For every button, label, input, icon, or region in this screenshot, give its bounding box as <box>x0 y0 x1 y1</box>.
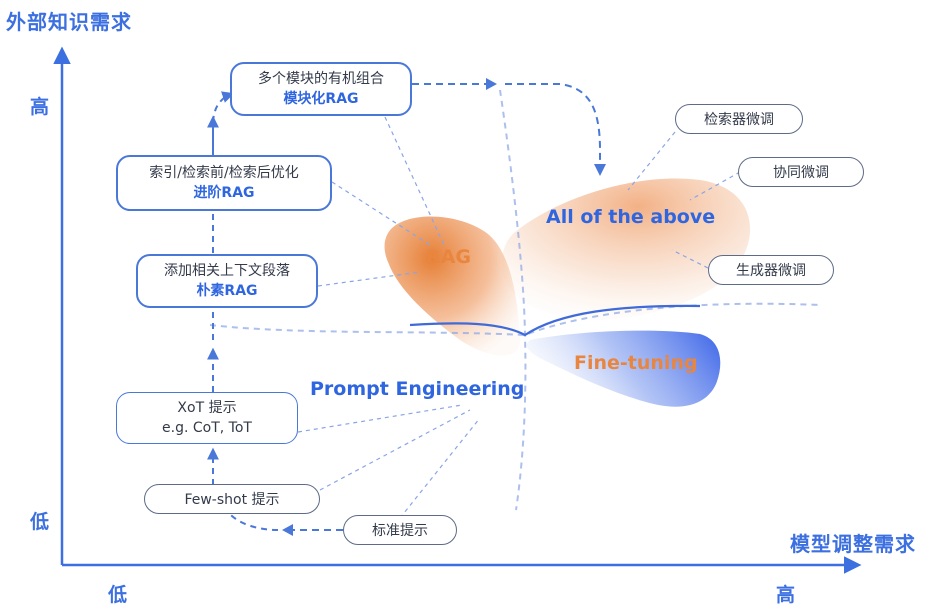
step-box-line2: 模块化RAG <box>283 91 359 107</box>
step-box-line1: XoT 提示 <box>177 400 237 416</box>
fine-tuning-label: Fine-tuning <box>574 352 698 374</box>
x-axis-low: 低 <box>108 584 128 606</box>
fewshot-return-curve <box>227 511 279 531</box>
step-box-advanced-rag: 索引/检索前/检索后优化 进阶RAG <box>116 155 332 211</box>
fine-tuning-region <box>526 330 721 407</box>
retriever-finetune-pill: 检索器微调 <box>675 104 803 134</box>
step-box-line2: 朴素RAG <box>196 283 258 299</box>
y-axis-title: 外部知识需求 <box>6 10 132 34</box>
step-box-line1: 索引/检索前/检索后优化 <box>149 165 299 181</box>
step-box-line1: 添加相关上下文段落 <box>164 263 290 279</box>
connector-collab <box>689 171 741 201</box>
y-axis-low: 低 <box>30 511 50 533</box>
prompt-engineering-label: Prompt Engineering <box>310 378 525 400</box>
connector-standard <box>399 417 481 519</box>
modular-to-all-arrow <box>412 83 601 165</box>
connector-naive <box>317 271 421 287</box>
standard-prompt-pill: 标准提示 <box>343 515 457 545</box>
step-box-modular-rag: 多个模块的有机组合 模块化RAG <box>230 62 412 116</box>
connector-advanced <box>331 181 431 246</box>
y-axis-high: 高 <box>30 96 50 118</box>
step-box-line2: e.g. CoT, ToT <box>162 420 252 436</box>
connector-generator <box>671 249 709 269</box>
rag-region <box>384 216 521 356</box>
collab-finetune-pill: 协同微调 <box>738 157 864 187</box>
all-of-the-above-region <box>501 178 751 321</box>
divider-solid <box>409 304 701 337</box>
step-box-fewshot: Few-shot 提示 <box>144 484 320 514</box>
step-arrow-5 <box>212 91 235 155</box>
connector-xot <box>297 404 463 433</box>
step-box-line2: 进阶RAG <box>193 185 255 201</box>
step-box-line1: 多个模块的有机组合 <box>258 71 384 87</box>
connector-fewshot <box>319 409 471 491</box>
generator-finetune-pill: 生成器微调 <box>708 255 834 285</box>
step-box-naive-rag: 添加相关上下文段落 朴素RAG <box>136 254 318 308</box>
all-of-the-above-label: All of the above <box>546 206 716 228</box>
x-axis-high: 高 <box>776 584 796 606</box>
divider-horizontal <box>209 302 821 337</box>
rag-label: RAG <box>426 246 471 268</box>
step-box-xot: XoT 提示 e.g. CoT, ToT <box>116 392 298 444</box>
x-axis-title: 模型调整需求 <box>790 532 916 556</box>
